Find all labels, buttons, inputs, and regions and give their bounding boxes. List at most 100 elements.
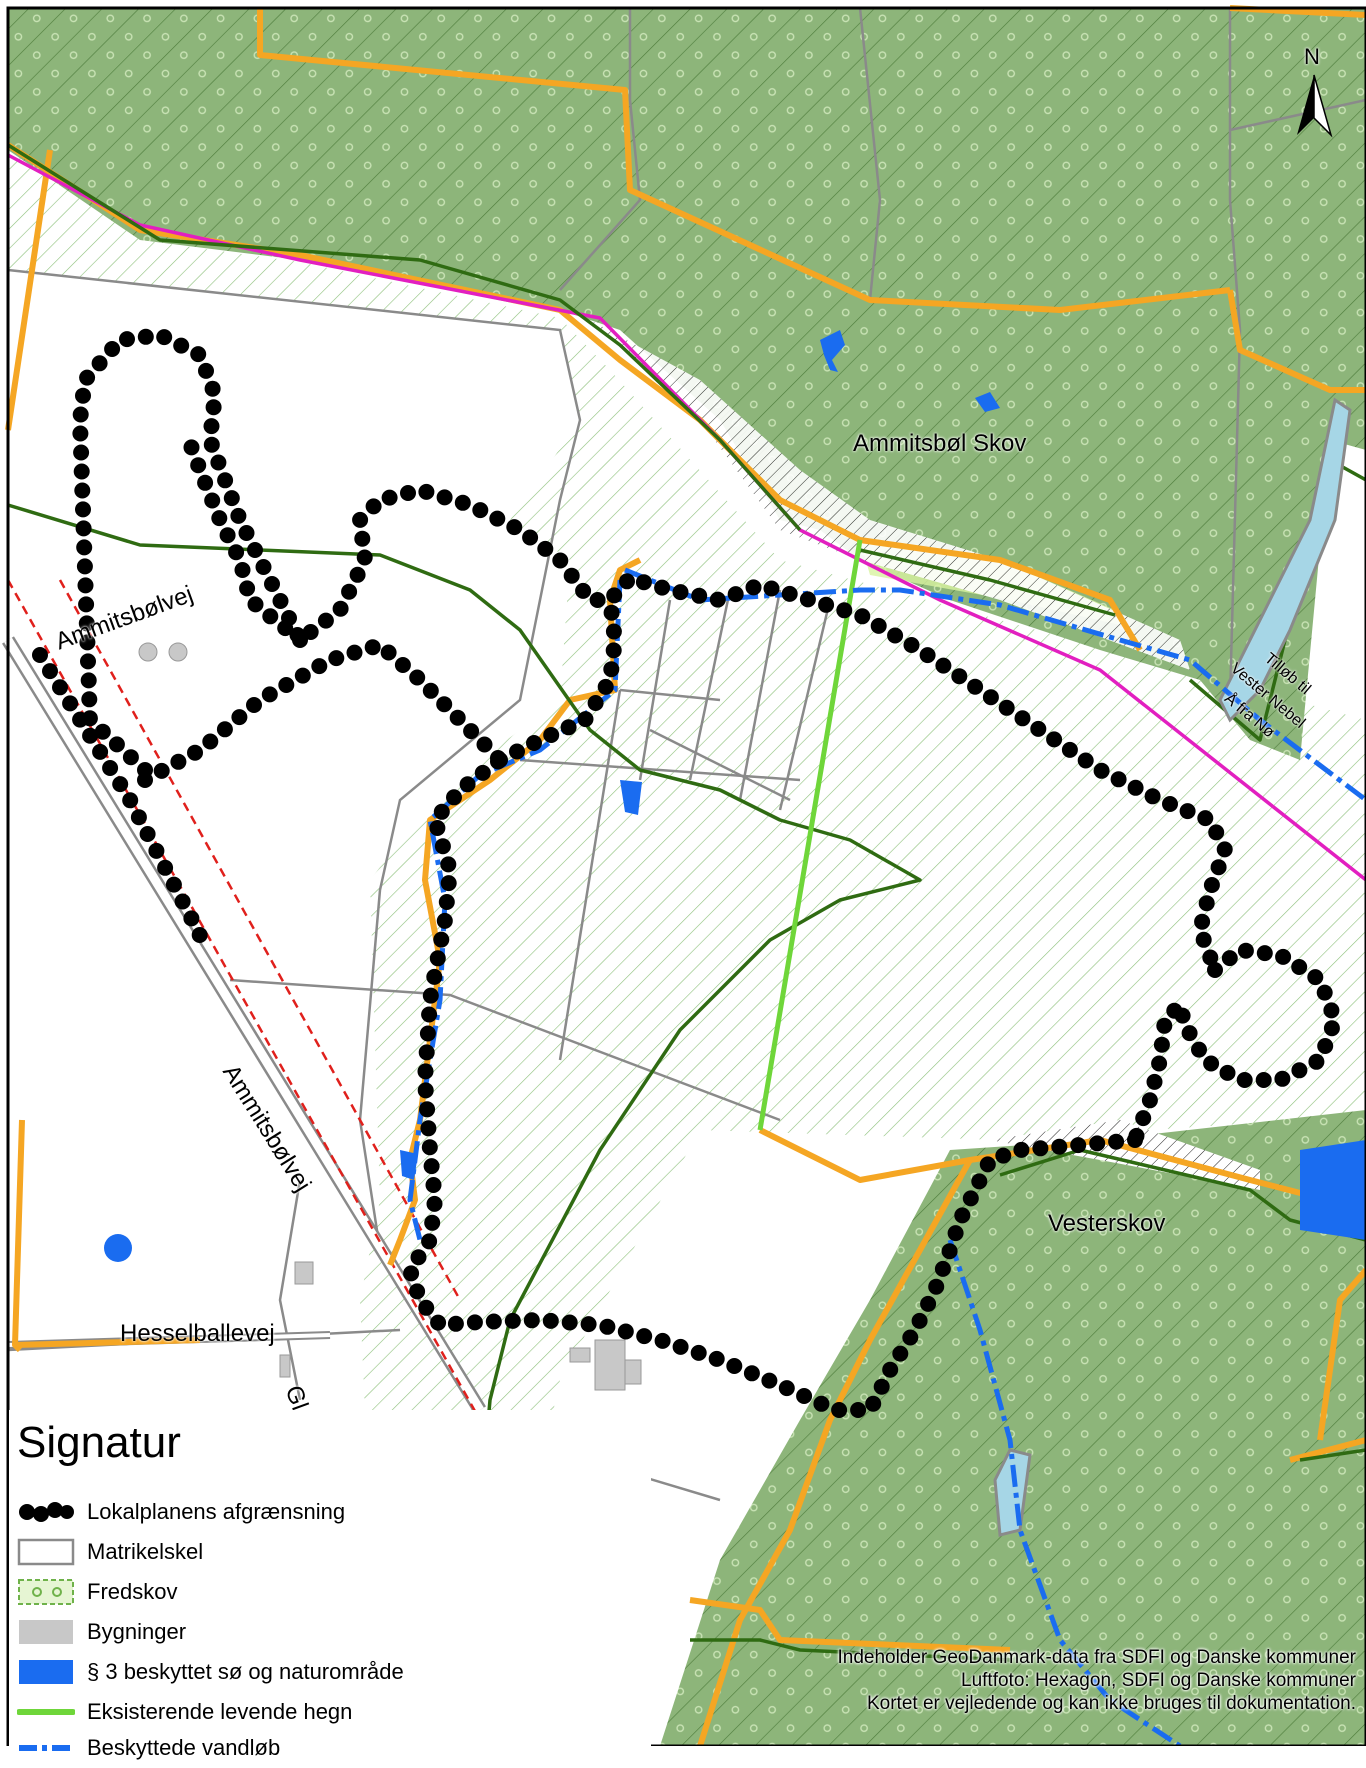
boundary-dot bbox=[743, 1365, 760, 1382]
boundary-dot bbox=[672, 1338, 689, 1355]
boundary-dot bbox=[490, 753, 506, 770]
boundary-dot bbox=[1146, 1073, 1163, 1090]
boundary-dot bbox=[870, 617, 887, 634]
boundary-dot bbox=[72, 406, 89, 423]
boundary-dot bbox=[587, 695, 604, 711]
boundary-dot bbox=[928, 1278, 945, 1295]
boundary-dot bbox=[349, 566, 366, 583]
boundary-dot bbox=[603, 604, 620, 621]
place-ammitsbol-skov[interactable]: Ammitsbøl Skov bbox=[853, 430, 1027, 457]
boundary-dot bbox=[561, 1314, 578, 1331]
boundary-dot bbox=[419, 1025, 436, 1042]
boundary-dot bbox=[619, 573, 635, 590]
boundary-dot bbox=[1317, 1038, 1334, 1054]
dotted-boundary-icon bbox=[17, 1498, 75, 1526]
boundary-dot bbox=[537, 540, 554, 557]
boundary-dot bbox=[119, 331, 135, 348]
boundary-dot bbox=[81, 691, 98, 708]
boundary-dot bbox=[1256, 945, 1273, 962]
road-ammitsbolvej bbox=[2, 579, 486, 1421]
boundary-dot bbox=[421, 1233, 438, 1250]
boundary-dot bbox=[112, 776, 129, 793]
boundary-dot bbox=[317, 612, 334, 629]
boundary-dot bbox=[778, 1380, 795, 1397]
boundary-dot bbox=[173, 337, 190, 354]
boundary-dot bbox=[979, 1156, 996, 1173]
boundary-dot bbox=[654, 579, 671, 596]
boundary-dot bbox=[205, 399, 222, 416]
boundary-dot bbox=[328, 650, 345, 667]
lake-light bbox=[993, 397, 1352, 1537]
legend-title: Signatur bbox=[17, 1418, 181, 1467]
boundary-dot bbox=[239, 580, 256, 597]
boundary-dot bbox=[352, 511, 369, 528]
boundary-dot bbox=[203, 418, 220, 435]
boundary-dot bbox=[421, 1139, 438, 1156]
boundary-dot bbox=[255, 559, 272, 575]
boundary-dot bbox=[157, 859, 174, 876]
place-vesterskov[interactable]: Vesterskov bbox=[1048, 1210, 1166, 1237]
plan-boundary-dots bbox=[32, 328, 1340, 1418]
hatched-strip-south bbox=[990, 1120, 1260, 1190]
boundary-dot bbox=[409, 669, 426, 686]
boundary-dot bbox=[418, 1299, 435, 1316]
boundary-dot bbox=[75, 520, 92, 537]
boundary-dot bbox=[1194, 913, 1211, 930]
boundary-dot bbox=[198, 362, 214, 379]
boundary-dot bbox=[476, 736, 493, 753]
boundary-dot bbox=[947, 1225, 964, 1242]
boundary-dot bbox=[761, 1372, 778, 1389]
boundary-dot bbox=[903, 637, 920, 653]
boundary-dot bbox=[261, 686, 278, 703]
boundary-dot bbox=[605, 642, 622, 659]
boundary-dot bbox=[137, 328, 154, 345]
boundary-dot bbox=[223, 490, 240, 507]
boundary-dot bbox=[231, 709, 248, 726]
boundary-dot bbox=[506, 519, 523, 536]
boundary-dot bbox=[892, 1345, 909, 1362]
boundary-dot bbox=[1110, 771, 1127, 788]
boundary-dot bbox=[75, 387, 91, 404]
boundary-dot bbox=[763, 580, 780, 597]
boundary-dot bbox=[183, 910, 200, 927]
boundary-dot bbox=[262, 608, 279, 625]
meadow-area bbox=[8, 150, 1366, 1746]
boundary-dot bbox=[72, 425, 89, 442]
boundary-dot bbox=[1151, 1055, 1168, 1072]
boundary-dot bbox=[228, 544, 245, 561]
boundary-dot bbox=[954, 1207, 971, 1224]
legend-item-stream: Beskyttede vandløb bbox=[17, 1728, 280, 1768]
boundary-dot bbox=[982, 689, 999, 706]
boundary-dot bbox=[447, 1315, 464, 1332]
credit-line-2: Luftfoto: Hexagon, SDFI og Danske kommun… bbox=[961, 1670, 1356, 1691]
boundary-dot bbox=[560, 719, 577, 736]
boundary-dot bbox=[449, 709, 466, 726]
road-label-hesselballevej[interactable]: Hesselballevej bbox=[120, 1320, 275, 1347]
boundary-dot bbox=[543, 727, 560, 743]
boundary-dot bbox=[73, 463, 90, 480]
boundary-dot bbox=[813, 1395, 830, 1412]
boundary-dot bbox=[156, 329, 173, 346]
boundary-dot bbox=[1127, 779, 1144, 796]
boundary-dot bbox=[277, 620, 294, 637]
boundary-dot bbox=[148, 842, 165, 859]
north-arrow-icon bbox=[1297, 74, 1333, 138]
boundary-dot bbox=[1046, 731, 1063, 748]
boundary-dot bbox=[91, 355, 108, 372]
boundary-dot bbox=[78, 615, 95, 632]
boundary-dot bbox=[1203, 1055, 1220, 1072]
boundary-dot bbox=[440, 875, 457, 892]
boundary-dot bbox=[1051, 1138, 1068, 1155]
legend-label: Eksisterende levende hegn bbox=[87, 1699, 353, 1724]
boundary-dot bbox=[726, 1358, 743, 1374]
boundary-dot bbox=[1061, 741, 1078, 758]
boundary-dot bbox=[727, 586, 744, 603]
boundary-dot bbox=[1221, 950, 1238, 967]
boundary-dot bbox=[341, 583, 358, 600]
boundary-dot bbox=[238, 525, 255, 541]
boundary-dot bbox=[183, 439, 200, 456]
boundary-dot bbox=[381, 489, 398, 506]
boundary-dot bbox=[446, 789, 462, 806]
boundary-dot bbox=[380, 644, 397, 661]
